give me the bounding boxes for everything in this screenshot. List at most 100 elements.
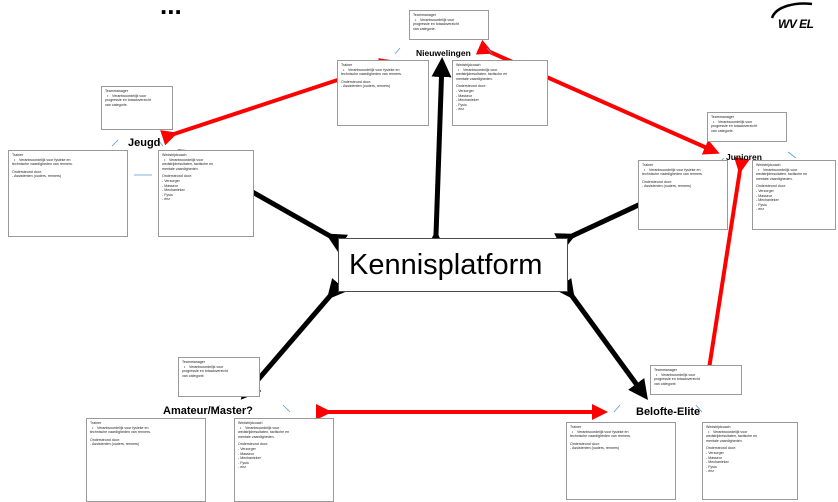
group-label: Amateur/Master?	[163, 405, 253, 417]
box-line: - Fysio	[456, 102, 467, 107]
box-line: Ondersteund door:	[756, 184, 786, 189]
box-line: - Verzorger	[456, 88, 474, 93]
coach-box: WedstrijdcoachVerantwoordelijk voorwedst…	[452, 60, 548, 126]
group-label: Junioren	[726, 152, 762, 162]
box-line: progressie en totaaloverzicht	[182, 369, 228, 374]
box-line: Verantwoordelijk voor	[711, 120, 783, 125]
brand-logo: WV EL	[766, 0, 838, 34]
box-line: technische vaardigheden van renners.	[12, 162, 73, 167]
box-heading: Wedstrijdcoach	[706, 425, 731, 429]
page-title: ...	[160, 0, 182, 20]
box-line: wedstrijdresultaten, tactische en	[706, 434, 758, 439]
box-heading: Wedstrijdcoach	[756, 163, 781, 167]
box-line: Verantwoordelijk voor fysieke en	[341, 68, 425, 73]
box-line: Verantwoordelijk voor	[654, 373, 738, 378]
box-line: mentale vaardigheden.	[162, 166, 199, 171]
group-label: Belofte-Elite	[636, 406, 701, 418]
box-line: Verantwoordelijk voor fysieke en	[642, 168, 724, 173]
teammanager-box: TeammanagerVerantwoordelijk voorprogress…	[707, 112, 787, 142]
box-line: mentale vaardigheden.	[756, 176, 793, 181]
box-line: - Masseur	[756, 193, 772, 198]
box-line: wedstrijdresultaten, tactische en	[756, 172, 808, 177]
arrow-center-belofte	[555, 277, 648, 401]
box-line: Ondersteund door:	[456, 84, 486, 89]
box-line: technische vaardigheden van renners.	[341, 72, 402, 77]
box-line: progressie en totaaloverzicht	[654, 377, 700, 382]
box-line: Ondersteund door:	[642, 179, 672, 184]
box-line: - Fysio	[162, 192, 173, 197]
box-heading: Trainer	[570, 425, 582, 429]
box-heading: Teammanager	[182, 360, 205, 364]
box-line: wedstrijdresultaten, tactische en	[238, 430, 290, 435]
box-line: Verantwoordelijk voor	[238, 426, 330, 431]
box-line: technische vaardigheden van renners.	[642, 172, 703, 177]
box-line: mentale vaardigheden.	[456, 76, 493, 81]
box-line: - enz	[162, 197, 170, 202]
box-line: Ondersteund door:	[12, 169, 42, 174]
box-line: - Mechanieker	[756, 198, 779, 203]
box-line: Ondersteund door:	[238, 442, 268, 447]
box-line: - Masseur	[238, 451, 254, 456]
teammanager-box: TeammanagerVerantwoordelijk voorprogress…	[409, 10, 489, 40]
kennisplatform-label: Kennisplatform	[349, 248, 543, 281]
kennisplatform-box: Kennisplatform	[338, 238, 568, 292]
box-heading: Trainer	[642, 163, 654, 167]
coach-box: WedstrijdcoachVerantwoordelijk voorwedst…	[752, 160, 836, 230]
trainer-box: TrainerVerantwoordelijk voor fysieke ent…	[566, 422, 676, 500]
box-line: - Assistenten (ouders, renners)	[642, 184, 692, 189]
box-heading: Teammanager	[105, 89, 128, 93]
box-line: - Fysio	[706, 464, 717, 469]
box-heading: Wedstrijdcoach	[238, 421, 263, 425]
box-line: Ondersteund door:	[706, 446, 736, 451]
box-line: van categorie.	[182, 373, 205, 378]
box-line: - Fysio	[756, 202, 767, 207]
box-heading: Teammanager	[711, 115, 734, 119]
box-line: van categorie.	[413, 26, 436, 31]
box-line: Verantwoordelijk voor fysieke en	[12, 158, 124, 163]
trainer-box: TrainerVerantwoordelijk voor fysieke ent…	[86, 418, 206, 502]
coach-box: WedstrijdcoachVerantwoordelijk voorwedst…	[234, 418, 334, 502]
box-line: - enz	[238, 465, 246, 470]
box-line: - enz	[706, 469, 714, 474]
box-line: Ondersteund door:	[570, 441, 600, 446]
box-line: Verantwoordelijk voor	[413, 18, 485, 23]
coach-box: WedstrijdcoachVerantwoordelijk voorwedst…	[158, 150, 254, 237]
box-line: Verantwoordelijk voor	[182, 365, 256, 370]
box-line: - Verzorger	[706, 450, 724, 455]
box-line: Verantwoordelijk voor	[706, 430, 794, 435]
box-heading: Wedstrijdcoach	[456, 63, 481, 67]
box-line: - enz	[456, 107, 464, 112]
coach-box: WedstrijdcoachVerantwoordelijk voorwedst…	[702, 422, 798, 500]
box-line: wedstrijdresultaten, tactische en	[456, 72, 508, 77]
box-heading: Teammanager	[654, 368, 677, 372]
box-line: - Masseur	[162, 183, 178, 188]
box-line: - Masseur	[706, 455, 722, 460]
box-line: - Assistenten (ouders, renners)	[12, 174, 62, 179]
box-line: Verantwoordelijk voor	[456, 68, 544, 73]
teammanager-box: TeammanagerVerantwoordelijk voorprogress…	[178, 357, 260, 397]
box-line: - Mechanieker	[162, 188, 185, 193]
logo-swoosh-icon	[770, 2, 813, 19]
box-line: technische vaardigheden van renners.	[90, 430, 151, 435]
box-line: Verantwoordelijk voor	[105, 94, 169, 99]
box-line: mentale vaardigheden.	[238, 434, 275, 439]
box-line: technische vaardigheden van renners.	[570, 434, 631, 439]
box-line: - Assistenten (ouders, renners)	[341, 84, 391, 89]
box-line: Ondersteund door:	[90, 437, 120, 442]
box-line: Verantwoordelijk voor fysieke en	[570, 430, 672, 435]
box-connectors	[111, 47, 797, 413]
logo-text: WV EL	[778, 17, 814, 31]
box-line: - Verzorger	[162, 178, 180, 183]
box-line: Verantwoordelijk voor	[162, 158, 250, 163]
box-line: - enz	[756, 207, 764, 212]
box-line: Ondersteund door:	[162, 174, 192, 179]
box-heading: Wedstrijdcoach	[162, 153, 187, 157]
box-line: Verantwoordelijk voor	[756, 168, 832, 173]
group-label: Nieuwelingen	[416, 48, 471, 58]
box-line: Verantwoordelijk voor fysieke en	[90, 426, 202, 431]
box-heading: Trainer	[341, 63, 353, 67]
box-line: - Fysio	[238, 460, 249, 465]
arrow-junioren-belofte	[699, 156, 750, 392]
box-line: wedstrijdresultaten, tactische en	[162, 162, 214, 167]
group-label: Jeugd	[128, 137, 161, 149]
